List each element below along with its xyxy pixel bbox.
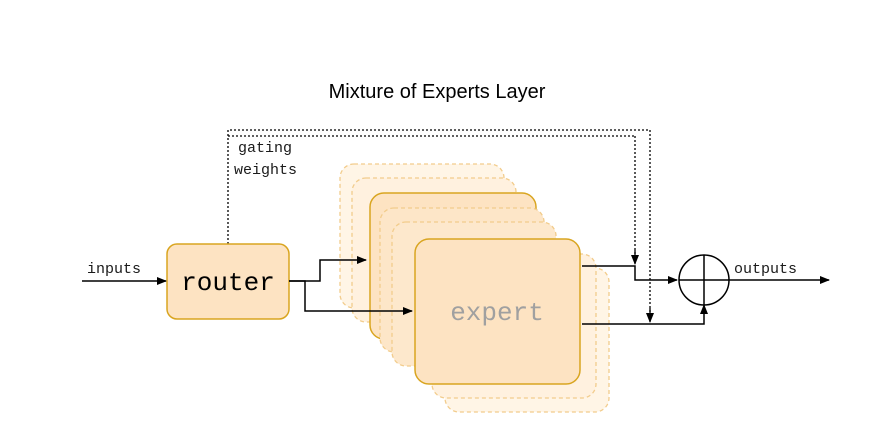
expert-to-sum-2 (582, 304, 708, 325)
gating-label-line1: gating (238, 140, 292, 157)
expert-label: expert (450, 298, 544, 328)
expert-to-sum-1 (582, 265, 678, 284)
gating-label-line2: weights (234, 162, 297, 179)
router-label: router (181, 268, 275, 298)
expert-box-front (414, 238, 581, 385)
outputs-label: outputs (734, 261, 797, 278)
circle-plus-icon (678, 254, 730, 306)
diagram-title: Mixture of Experts Layer (329, 81, 546, 103)
inputs-label: inputs (87, 261, 141, 278)
gating-path-outer (227, 129, 651, 320)
router-to-expert-2 (289, 280, 413, 315)
